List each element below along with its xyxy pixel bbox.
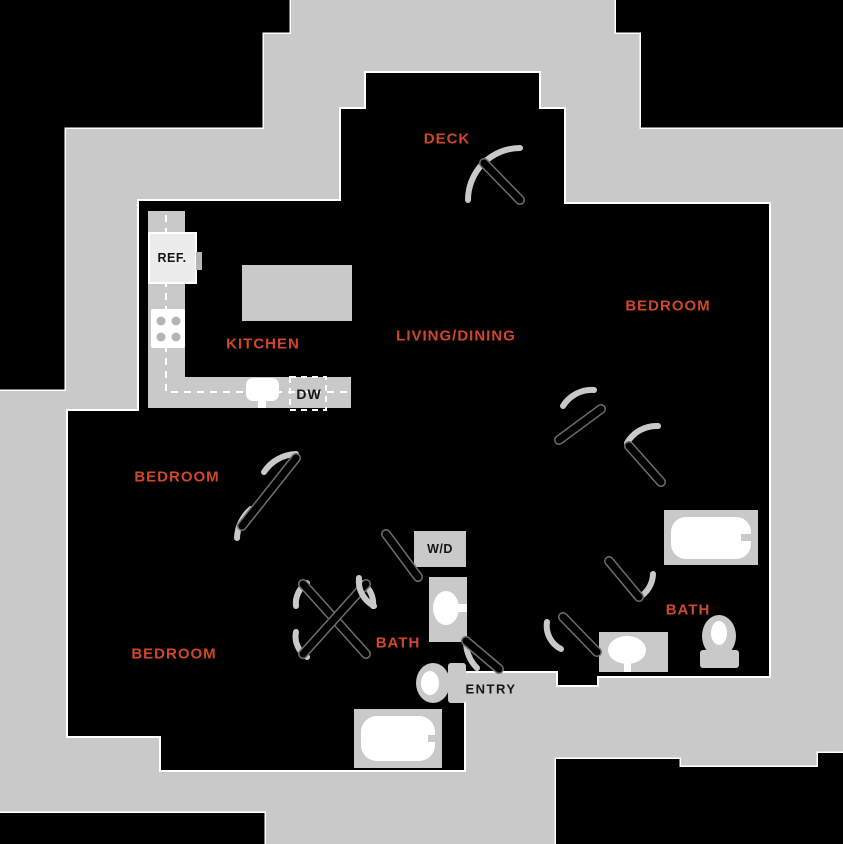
room-label-bedroom-left-upper: BEDROOM (134, 468, 220, 486)
room-label-bedroom-right: BEDROOM (625, 297, 711, 315)
bath-right-toilet-tank (700, 650, 739, 668)
kitchen-island (242, 265, 352, 321)
room-label-kitchen: KITCHEN (226, 335, 300, 353)
dishwasher-label: DW (296, 386, 322, 402)
bath-right-sink-basin (608, 636, 646, 664)
refrigerator-handle (196, 252, 202, 270)
bath-right-tub (671, 517, 751, 559)
bath-left-tub-faucet (428, 735, 438, 742)
stove-cooktop (151, 309, 185, 348)
washer-dryer-label: W/D (427, 541, 453, 556)
unit-silhouette (66, 71, 771, 772)
bath-left-sink-basin (433, 591, 459, 625)
bath-left-faucet (455, 604, 467, 612)
refrigerator-label: REF. (157, 250, 187, 265)
bath-left-toilet-tank (448, 663, 466, 703)
refrigerator-box (148, 232, 197, 284)
room-label-bath-left: BATH (375, 634, 421, 652)
linen-door-arc (543, 619, 564, 652)
bath-left-toilet-seat (421, 671, 439, 695)
bedroom-right-door-arc (560, 386, 597, 409)
bath-right-tub-faucet (741, 534, 751, 541)
bath-left-tub (361, 716, 435, 761)
dishwasher-outline (289, 376, 327, 411)
room-label-deck: DECK (423, 130, 471, 148)
bath-right-faucet (624, 660, 631, 672)
burner-icon (156, 316, 166, 326)
bath-left-door-arc (355, 575, 377, 609)
room-label-bath-right: BATH (665, 601, 711, 619)
room-label-living-dining: LIVING/DINING (396, 327, 516, 345)
burner-icon (171, 316, 181, 326)
washer-dryer-box (414, 531, 466, 567)
burner-icon (156, 332, 166, 342)
bath-right-toilet-seat (711, 621, 727, 645)
entry-label: ENTRY (465, 681, 517, 697)
kitchen-sink (246, 378, 279, 401)
kitchen-sink-faucet (258, 398, 266, 408)
burner-icon (171, 332, 181, 342)
room-label-bedroom-left-lower: BEDROOM (131, 645, 217, 663)
